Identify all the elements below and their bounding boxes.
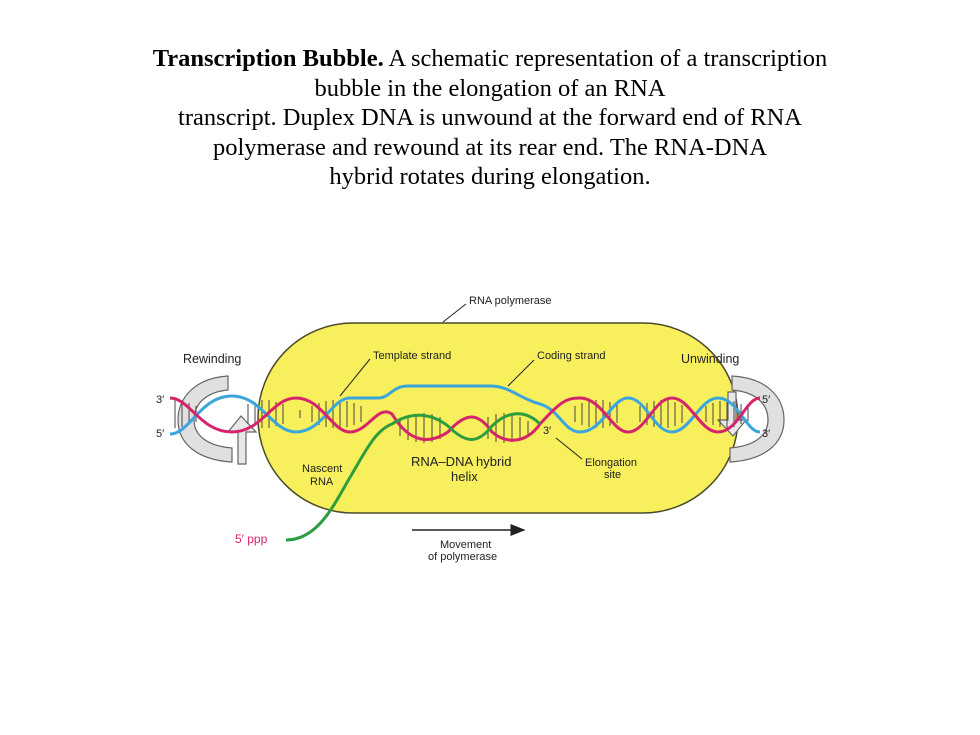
rna-polymerase-label: RNA polymerase <box>469 295 552 307</box>
template-strand-pointer <box>339 358 371 397</box>
caption-line-5: hybrid rotates during elongation. <box>329 163 651 190</box>
right-top-end-label: 5′ <box>762 394 770 406</box>
rewinding-label: Rewinding <box>183 352 241 366</box>
caption-line-4: polymerase and rewound at its rear end. … <box>212 133 768 161</box>
caption-title: Transcription Bubble. <box>152 45 384 72</box>
hybrid-helix-label-line2: helix <box>451 469 478 484</box>
left-bottom-end-label: 5′ <box>156 428 164 440</box>
right-bottom-end-label: 3′ <box>762 428 770 440</box>
nascent-rna-label-line2: RNA <box>310 476 334 488</box>
nascent-rna-label-line1: Nascent <box>302 463 342 475</box>
template-strand-label: Template strand <box>373 350 451 362</box>
coding-strand <box>169 384 761 436</box>
rewinding-rotation-arrow <box>177 375 258 465</box>
caption-line-1: Transcription Bubble. A schematic repres… <box>90 44 890 74</box>
coding-strand-label: Coding strand <box>537 350 606 362</box>
unwinding-label: Unwinding <box>681 352 739 366</box>
movement-label-line2: of polymerase <box>428 551 497 563</box>
elongation-3prime-label: 3′ <box>543 425 551 437</box>
rna-polymerase-pointer <box>442 303 467 323</box>
caption-line-3: transcript. Duplex DNA is unwound at the… <box>178 104 802 131</box>
five-prime-ppp-label: 5′ ppp <box>235 532 268 546</box>
figure-caption: Transcription Bubble. A schematic repres… <box>90 44 890 192</box>
hybrid-helix-label-line1: RNA–DNA hybrid <box>411 454 511 469</box>
elongation-site-pointer <box>555 437 583 460</box>
nascent-rna-strand <box>285 412 542 542</box>
elongation-site-label-line1: Elongation <box>585 457 637 469</box>
caption-line-1-text: A schematic representation of a transcri… <box>383 45 828 72</box>
coding-strand-pointer <box>507 359 535 387</box>
unwinding-rotation-arrow <box>716 375 785 463</box>
movement-label-line1: Movement <box>440 539 491 551</box>
left-top-end-label: 3′ <box>156 394 164 406</box>
caption-line-2: bubble in the elongation of an RNA <box>314 74 666 102</box>
elongation-site-label-line2: site <box>604 469 621 481</box>
